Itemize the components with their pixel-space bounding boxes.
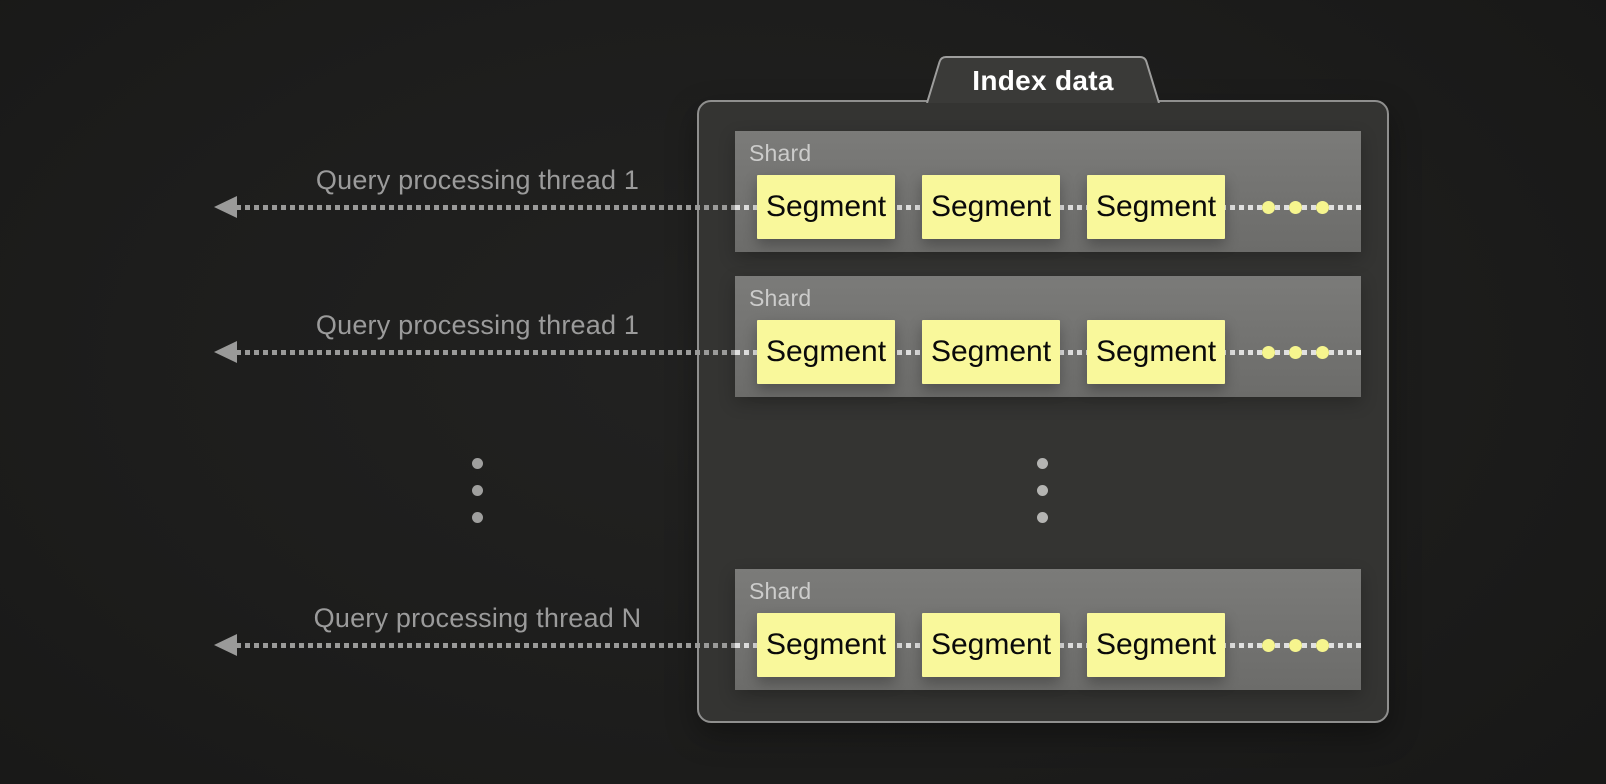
arrow-left-icon: [214, 634, 237, 656]
segment-ellipsis-dot: [1262, 639, 1275, 652]
ellipsis-dot: [1037, 512, 1048, 523]
ellipsis-dot: [472, 485, 483, 496]
ellipsis-dot: [1037, 485, 1048, 496]
segment-ellipsis-dot: [1316, 201, 1329, 214]
segment-box: Segment: [757, 320, 895, 384]
thread-dotted-line-n: [236, 643, 735, 648]
query-thread-label-2: Query processing thread 1: [315, 310, 640, 340]
shard-label: Shard: [749, 578, 812, 604]
segment-box: Segment: [922, 613, 1060, 677]
segment-box: Segment: [922, 320, 1060, 384]
segment-ellipsis-dot: [1289, 639, 1302, 652]
arrow-left-icon: [214, 341, 237, 363]
segment-box: Segment: [757, 175, 895, 239]
shard-box-n: Shard Segment Segment Segment: [735, 569, 1361, 690]
segment-box: Segment: [757, 613, 895, 677]
segment-ellipsis-dot: [1316, 346, 1329, 359]
segment-ellipsis-dot: [1289, 346, 1302, 359]
segment-box: Segment: [922, 175, 1060, 239]
shard-label: Shard: [749, 140, 812, 166]
shard-box-1: Shard Segment Segment Segment: [735, 131, 1361, 252]
thread-dotted-line-2: [236, 350, 735, 355]
index-data-tab: Index data: [926, 55, 1160, 103]
segment-ellipsis-dot: [1262, 346, 1275, 359]
query-thread-label-n: Query processing thread N: [313, 603, 642, 633]
segment-ellipsis-dot: [1262, 201, 1275, 214]
tab-trapezoid-shape: [926, 56, 1160, 103]
ellipsis-dot: [1037, 458, 1048, 469]
query-thread-label-1: Query processing thread 1: [315, 165, 640, 195]
segment-ellipsis-dot: [1316, 639, 1329, 652]
ellipsis-dot: [472, 458, 483, 469]
segment-box: Segment: [1087, 175, 1225, 239]
shard-box-2: Shard Segment Segment Segment: [735, 276, 1361, 397]
index-data-title: Index data: [972, 65, 1114, 96]
arrow-left-icon: [214, 196, 237, 218]
ellipsis-dot: [472, 512, 483, 523]
segment-box: Segment: [1087, 320, 1225, 384]
segment-ellipsis-dot: [1289, 201, 1302, 214]
thread-dotted-line-1: [236, 205, 735, 210]
segment-box: Segment: [1087, 613, 1225, 677]
shard-label: Shard: [749, 285, 812, 311]
